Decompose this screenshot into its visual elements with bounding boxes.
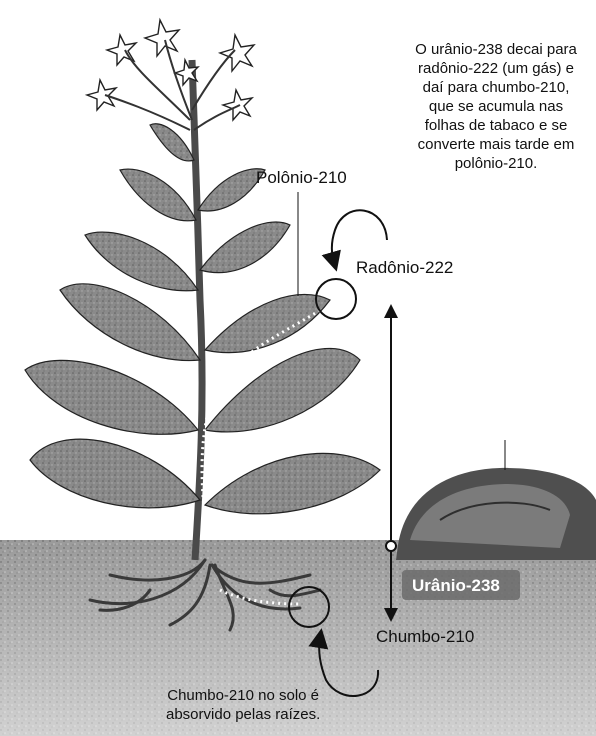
caption-line: daí para chumbo-210, bbox=[396, 78, 596, 97]
polonio-label: Polônio-210 bbox=[256, 168, 347, 188]
plant-stem bbox=[192, 60, 202, 560]
radonio-label: Radônio-222 bbox=[356, 258, 453, 278]
caption-line: converte mais tarde em bbox=[396, 135, 596, 154]
soil-caption-line-2: absorvido pelas raízes. bbox=[166, 705, 320, 724]
uranio-label: Urânio-238 bbox=[412, 576, 500, 596]
chumbo-label: Chumbo-210 bbox=[376, 627, 474, 647]
soil-caption: Chumbo-210 no solo é absorvido pelas raí… bbox=[166, 686, 320, 724]
caption-line: folhas de tabaco e se bbox=[396, 116, 596, 135]
caption-line: radônio-222 (um gás) e bbox=[396, 59, 596, 78]
plant-flowers bbox=[87, 20, 254, 120]
caption-line: polônio-210. bbox=[396, 154, 596, 173]
rock-deposit bbox=[396, 440, 596, 560]
soil-caption-line-1: Chumbo-210 no solo é bbox=[166, 686, 320, 705]
caption-line: que se acumula nas bbox=[396, 97, 596, 116]
caption-line: O urânio-238 decai para bbox=[396, 40, 596, 59]
curved-arrow-top-icon bbox=[332, 210, 387, 262]
explanation-caption: O urânio-238 decai para radônio-222 (um … bbox=[396, 40, 596, 173]
